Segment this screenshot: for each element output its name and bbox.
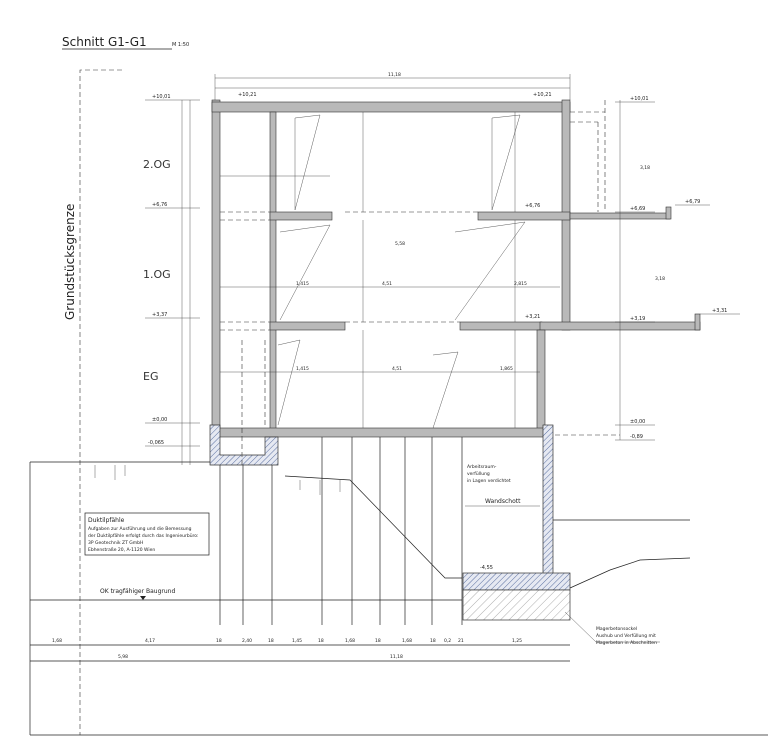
dimension-label: 18 [430, 638, 436, 644]
lean-concrete-base [462, 589, 571, 621]
dimension-label: der Duktilpfähle erfolgt durch das Ingen… [88, 533, 199, 539]
dimension-label: +3,19 [630, 316, 645, 322]
dimension-label: +3,21 [525, 314, 540, 320]
dimension-label: 3,18 [640, 165, 650, 171]
dimension-label: 2,815 [514, 281, 527, 287]
dimension-label: +10,01 [152, 94, 171, 100]
backfill-note: Arbeitsraum- verfüllung in Lagen verdich… [467, 464, 511, 484]
dimension-label: 4,51 [382, 281, 392, 287]
dimension-label: Magerbeton in Abschnitten [596, 640, 657, 646]
dimension-label: ±0,00 [630, 419, 645, 425]
dimension-label: 18 [318, 638, 324, 644]
dimension-label: 2,40 [242, 638, 252, 644]
dimension-label: +10,21 [238, 92, 257, 98]
roof-slab [211, 101, 571, 113]
bearing-ground-label: OK tragfähiger Baugrund [100, 588, 175, 595]
floor-label-2og: 2.OG [143, 158, 171, 171]
ground-slab [211, 427, 546, 438]
dimension-label: -4,55 [480, 565, 493, 571]
dimension-label: verfüllung [467, 471, 490, 477]
dimension-label: 4,17 [145, 638, 155, 644]
dimension-label: 18 [268, 638, 274, 644]
title-block: Schnitt G1-G1 M 1:50 [62, 35, 189, 50]
title: Schnitt G1-G1 [62, 35, 147, 49]
property-boundary: Grundstücksgrenze [63, 69, 122, 735]
dimension-label: 1,25 [512, 638, 522, 644]
level-markers-left: +10,01 +6,76 +3,37 ±0,00 -0,065 [148, 94, 171, 446]
left-wall [211, 99, 221, 431]
dimension-label: 5,58 [395, 241, 405, 247]
dimension-row-1: 1,68 4,17 18 2,40 18 1,45 18 1,68 18 1,6… [30, 638, 570, 646]
dimension-label: 3,18 [655, 276, 665, 282]
scale: M 1:50 [172, 42, 189, 48]
dimension-label: Ebhenstraße 20, A-1120 Wien [88, 547, 155, 553]
basement-foundation [209, 424, 279, 466]
dimension-label: -0,065 [148, 440, 164, 446]
wandschott-wall [542, 424, 554, 576]
level-markers-right: +10,01 +6,69 +6,79 +3,19 +3,31 ±0,00 -0,… [630, 96, 727, 440]
terrain [30, 461, 691, 601]
inner-dimensions: 1,415 4,51 2,815 5,58 1,415 4,51 1,865 3… [296, 72, 665, 372]
dimension-label: Aushub und Verfüllung mit [596, 633, 656, 639]
lean-concrete-note: Magerbetonsockel Aushub und Verfüllung m… [564, 611, 660, 646]
dimension-label: 0,2 [444, 638, 451, 644]
dimension-label: +6,69 [630, 206, 645, 212]
dimension-label: +3,37 [152, 312, 167, 318]
boundary-label: Grundstücksgrenze [63, 204, 77, 320]
dimension-label: 11,18 [390, 654, 403, 660]
level-markers-inner: +10,21 +10,21 +6,76 +3,21 -4,55 [238, 92, 552, 571]
dimension-label: 1,68 [402, 638, 412, 644]
dimension-label: 1,68 [345, 638, 355, 644]
floor-label-eg: EG [143, 370, 158, 383]
slab-eg-right [459, 321, 543, 331]
vertical-dimensions [145, 99, 740, 465]
dimension-label: 18 [216, 638, 222, 644]
dimension-label: +6,79 [685, 199, 700, 205]
dimension-label: 1,45 [292, 638, 302, 644]
dimension-label: +6,76 [152, 202, 167, 208]
dimension-label: +3,31 [712, 308, 727, 314]
dimension-label: 5,98 [118, 654, 128, 660]
dimension-label: +6,76 [525, 203, 540, 209]
dimension-label: 11,18 [388, 72, 401, 78]
dimension-label: +10,01 [630, 96, 649, 102]
piles-note: Duktilpfähle Aufgaben zur Ausführung und… [84, 512, 210, 556]
dimension-label: in Lagen verdichtet [467, 478, 511, 484]
slab-1og-right [477, 211, 571, 221]
dimension-label: Arbeitsraum- [467, 464, 497, 470]
right-wall-eg [536, 329, 546, 431]
dimension-label: 1,68 [52, 638, 62, 644]
piles [219, 437, 463, 625]
floor-label-1og: 1.OG [143, 268, 171, 281]
dimension-label: Aufgaben zur Ausführung und die Bemessun… [88, 526, 192, 532]
building-structure [209, 74, 701, 621]
level-arrow-icon [140, 596, 146, 600]
dimension-label: +10,21 [533, 92, 552, 98]
wandschott-label: Wandschott [485, 498, 521, 505]
dimension-label: 1,865 [500, 366, 513, 372]
dimension-label: Duktilpfähle [88, 517, 125, 524]
slab-eg-left [269, 321, 346, 331]
dimension-row-2: 5,98 11,18 [30, 654, 570, 662]
dimension-label: 21 [458, 638, 464, 644]
slab-1og-left [269, 211, 333, 221]
dimension-label: Magerbetonsockel [596, 626, 637, 632]
dimension-label: 3P Geotechnik ZT GmbH [88, 540, 143, 546]
dimension-label: 18 [375, 638, 381, 644]
dimension-label: -0,89 [630, 434, 643, 440]
dimension-label: ±0,00 [152, 417, 167, 423]
dimension-label: 4,51 [392, 366, 402, 372]
footing [462, 572, 571, 591]
dimension-label: 1,415 [296, 366, 309, 372]
dimension-label: 1,415 [296, 281, 309, 287]
